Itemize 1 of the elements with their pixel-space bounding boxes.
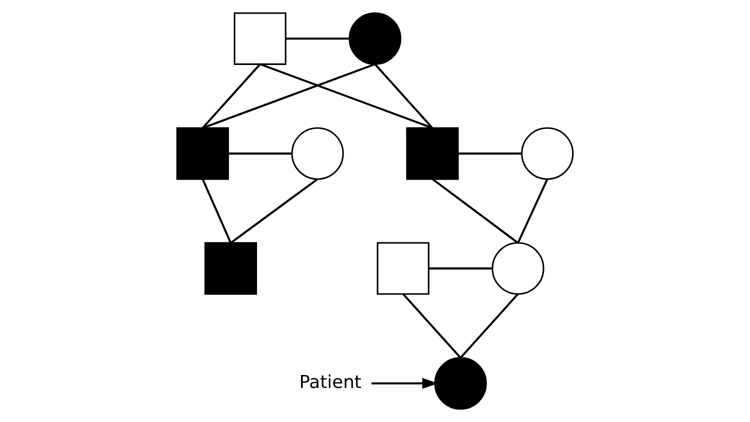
node-text: Patient (299, 372, 362, 394)
